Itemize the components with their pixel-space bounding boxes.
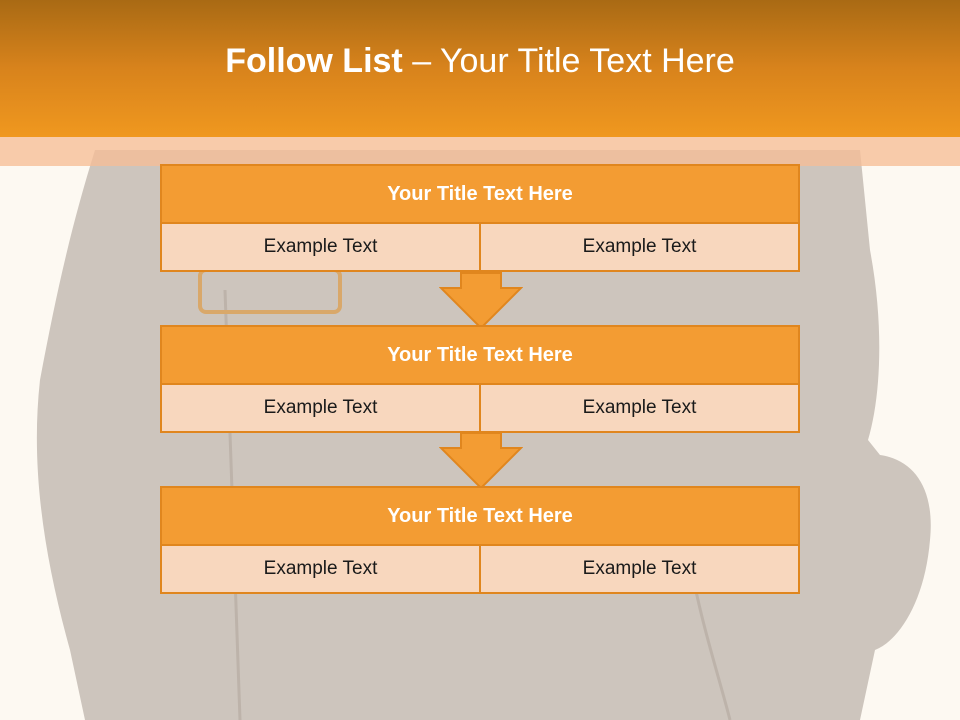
follow-block-2: Your Title Text Here Example Text Exampl… [160,325,800,433]
block-cell-right: Example Text [479,385,798,431]
block-row: Example Text Example Text [162,224,798,270]
header-band [0,137,960,166]
follow-block-3: Your Title Text Here Example Text Exampl… [160,486,800,594]
down-arrow-icon [439,432,523,490]
block-cell-right: Example Text [479,224,798,270]
block-title: Your Title Text Here [162,488,798,546]
slide-title: Follow List – Your Title Text Here [225,42,735,81]
title-rest-part: – Your Title Text Here [402,42,735,80]
slide-header: Follow List – Your Title Text Here [0,0,960,137]
block-cell-left: Example Text [162,546,479,592]
block-cell-left: Example Text [162,224,479,270]
block-row: Example Text Example Text [162,546,798,592]
title-bold-part: Follow List [225,42,403,80]
block-title: Your Title Text Here [162,166,798,224]
block-cell-right: Example Text [479,546,798,592]
follow-block-1: Your Title Text Here Example Text Exampl… [160,164,800,272]
block-cell-left: Example Text [162,385,479,431]
down-arrow-icon [439,272,523,330]
block-row: Example Text Example Text [162,385,798,431]
block-title: Your Title Text Here [162,327,798,385]
